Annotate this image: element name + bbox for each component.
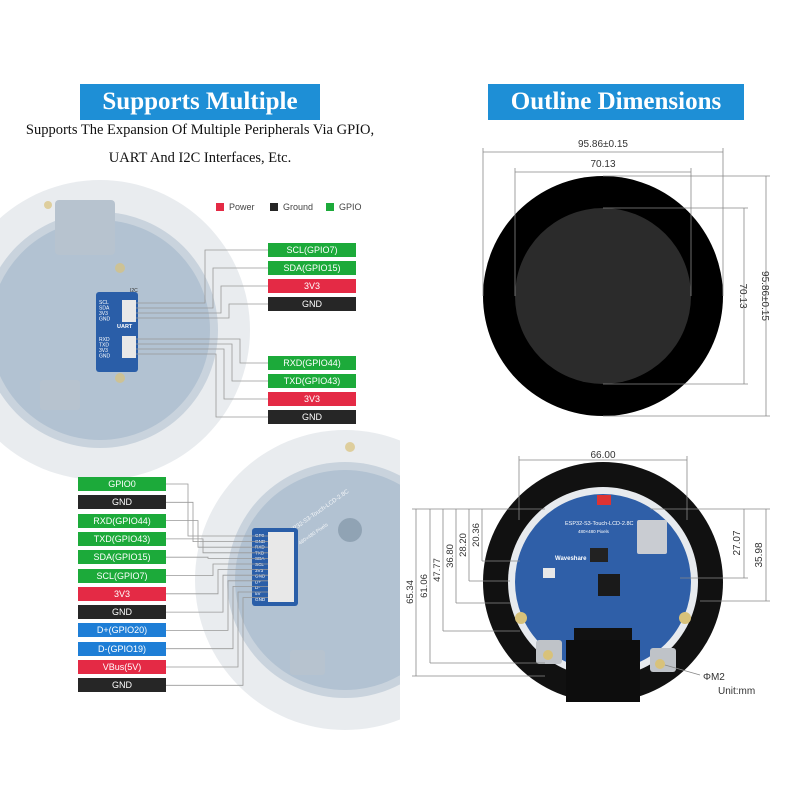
fpc-pin-5: SCL(GPIO7) — [78, 568, 166, 583]
back-left-dim-3: 36.80 — [445, 544, 456, 568]
fpc-connector-pin-0: GP0 — [255, 533, 265, 538]
fpc-pin-10: VBus(5V) — [78, 660, 166, 674]
back-left-dim-5: 20.36 — [471, 523, 482, 547]
back-left-dim-0: 65.34 — [405, 580, 416, 604]
uart-pin-1: TXD(GPIO43) — [268, 374, 356, 388]
front-outer-width: 95.86±0.15 — [578, 139, 628, 150]
fpc-pin-9: D-(GPIO19) — [78, 641, 166, 656]
i2c-pin-2: 3V3 — [268, 279, 356, 293]
i2c-header-pin-3: GND — [99, 317, 111, 323]
back-top-width: 66.00 — [590, 450, 615, 461]
legend-power-label: Power — [229, 202, 255, 212]
uart-pin-2: 3V3 — [268, 392, 356, 406]
fpc-connector-pin-8: D+ — [255, 579, 261, 584]
unit-label: Unit:mm — [718, 686, 755, 697]
back-right-dim-0: 27.07 — [732, 530, 743, 555]
i2c-pin-1: SDA(GPIO15) — [268, 261, 356, 275]
fpc-pin-7: GND — [78, 605, 166, 620]
fpc-connector-pin-10: 5V — [255, 591, 262, 596]
uart-pin-3: GND — [268, 410, 356, 424]
back-right-dim-1: 35.98 — [754, 542, 765, 567]
fpc-connector-pin-5: SCL — [255, 562, 264, 567]
i2c-pin-3: GND — [268, 297, 356, 311]
back-left-dim-2: 47.77 — [432, 558, 443, 582]
uart-header-pin-2: 3V3 — [99, 348, 108, 354]
fpc-pin-6: 3V3 — [78, 586, 166, 601]
right-title-banner: Outline Dimensions — [488, 84, 744, 120]
fpc-pin-0: GPIO0 — [78, 477, 166, 491]
fpc-pin-4: SDA(GPIO15) — [78, 550, 166, 565]
uart-pin-0: RXD(GPIO44) — [268, 356, 356, 370]
fpc-pin-1: GND — [78, 495, 166, 510]
legend-gpio: GPIO — [326, 202, 362, 212]
i2c-header-pin-1: SDA — [99, 306, 110, 312]
left-title-banner: Supports Multiple — [80, 84, 320, 120]
outline-dimensions-drawing: 95.86±0.15 70.13 70.13 95.86±0.15 ESP32-… — [405, 139, 770, 702]
fpc-connector-pin-7: GND — [255, 574, 266, 579]
front-inner-width: 70.13 — [590, 159, 615, 170]
i2c-pin-0: SCL(GPIO7) — [268, 243, 356, 257]
legend-ground-swatch — [270, 203, 278, 211]
fpc-connector-pin-9: D- — [255, 585, 260, 590]
legend-power: Power — [216, 202, 255, 212]
uart-header-title: UART — [117, 324, 133, 330]
uart-header-pin-3: GND — [99, 354, 111, 360]
legend-gpio-swatch — [326, 203, 334, 211]
uart-header-pin-1: TXD — [99, 343, 109, 349]
left-subtitle-line1: Supports The Expansion Of Multiple Perip… — [25, 122, 375, 138]
legend-ground-label: Ground — [283, 202, 314, 212]
i2c-header-pin-2: 3V3 — [99, 311, 108, 317]
back-left-dim-4: 28.20 — [458, 533, 469, 557]
fpc-pin-3: TXD(GPIO43) — [78, 531, 166, 546]
back-board-label: ESP32-S3-Touch-LCD-2.8C — [565, 521, 634, 527]
fpc-connector-pin-11: GND — [255, 597, 266, 602]
hole-label: ΦM2 — [703, 672, 725, 683]
back-board-sublabel: 480×480 Pixels — [578, 529, 610, 534]
fpc-pin-11: GND — [78, 678, 166, 693]
fpc-pin-2: RXD(GPIO44) — [78, 513, 166, 528]
legend-ground: Ground — [270, 202, 313, 212]
i2c-header-title: I2C — [130, 288, 138, 294]
fpc-connector-pin-6: 3V3 — [255, 568, 264, 573]
front-inner-height: 70.13 — [737, 283, 748, 308]
back-left-dim-1: 61.06 — [419, 574, 430, 598]
i2c-header-pin-0: SCL — [99, 300, 109, 306]
left-subtitle-line2: UART And I2C Interfaces, Etc. — [108, 150, 292, 166]
fpc-pin-8: D+(GPIO20) — [78, 623, 166, 638]
back-brand: Waveshare — [555, 556, 587, 562]
front-outer-height: 95.86±0.15 — [759, 271, 770, 321]
legend-gpio-label: GPIO — [339, 202, 362, 212]
uart-header-pin-0: RXD — [99, 337, 110, 343]
legend-power-swatch — [216, 203, 224, 211]
